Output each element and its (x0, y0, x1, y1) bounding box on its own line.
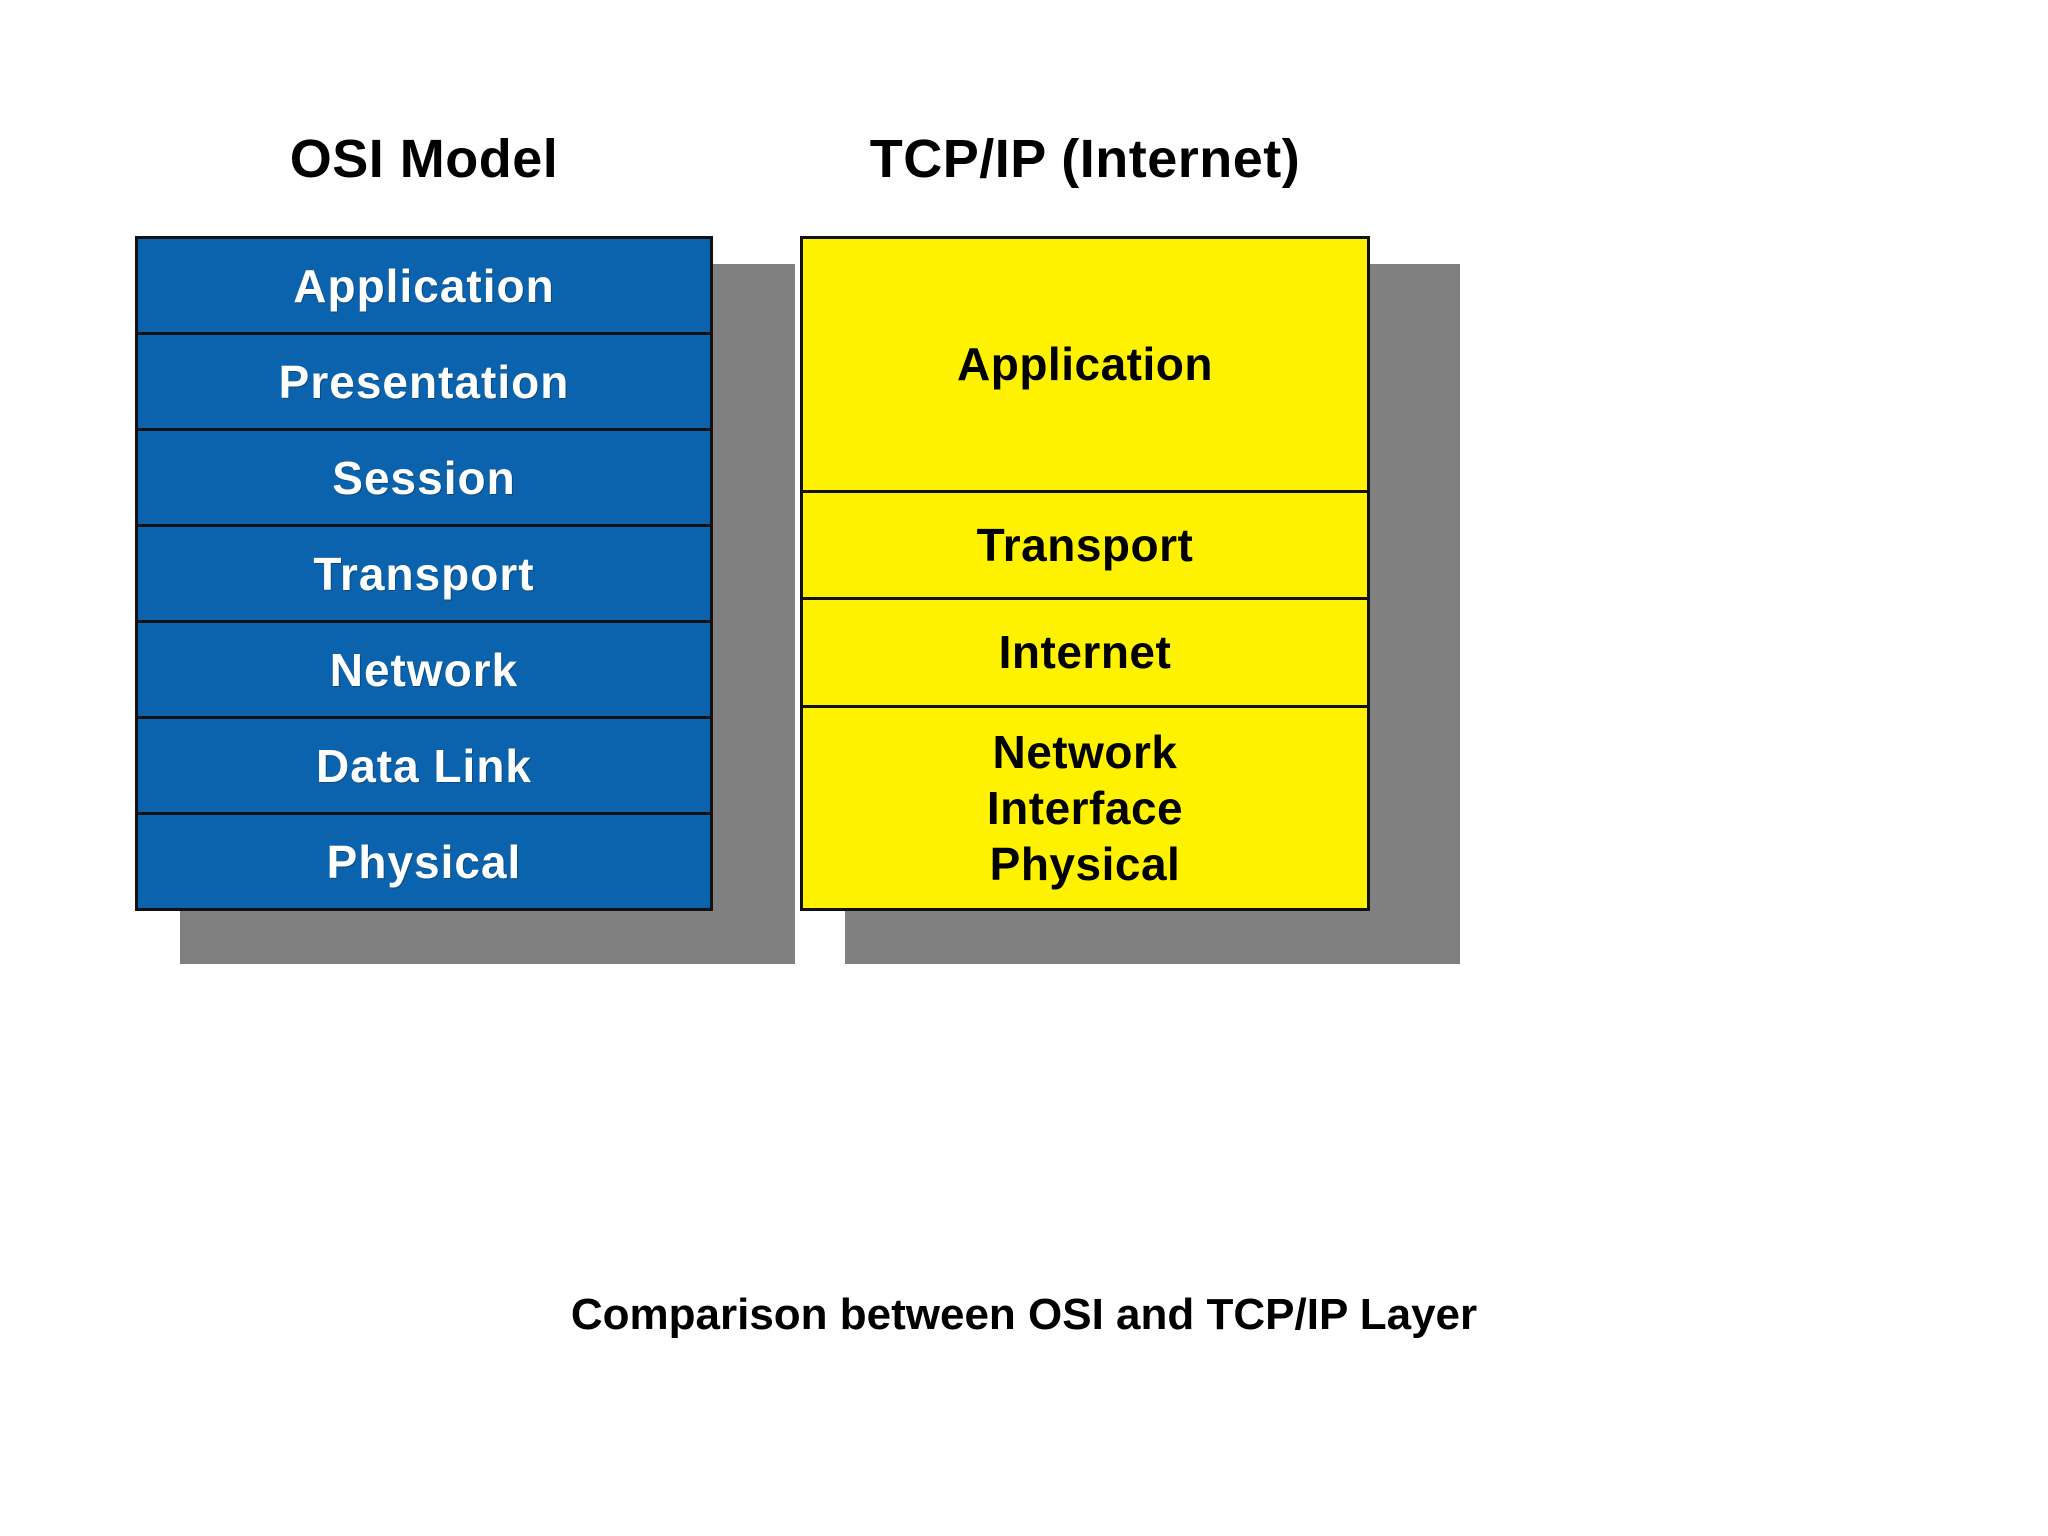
osi-layer-application[interactable]: Application (138, 239, 710, 332)
diagram-caption: Comparison between OSI and TCP/IP Layer (570, 1290, 1478, 1339)
osi-column-title: OSI Model (289, 129, 559, 189)
osi-layer-label: Physical (326, 835, 522, 888)
osi-layer-label: Session (332, 451, 516, 504)
osi-stack-group: Application Presentation Session Transpo… (135, 236, 795, 964)
osi-layer-transport[interactable]: Transport (138, 524, 710, 620)
tcpip-layer-label: Internet (998, 626, 1172, 679)
osi-layer-label: Application (293, 259, 555, 312)
tcpip-layer-label: Application (957, 338, 1213, 391)
osi-layer-label: Data Link (315, 739, 533, 792)
osi-layer-network[interactable]: Network (138, 620, 710, 716)
osi-layer-label: Network (329, 643, 519, 696)
osi-layer-label: Presentation (278, 355, 570, 408)
osi-layer-session[interactable]: Session (138, 428, 710, 524)
tcpip-stack-group: Application Transport Internet Network I… (800, 236, 1460, 964)
osi-layer-presentation[interactable]: Presentation (138, 332, 710, 428)
osi-layer-physical[interactable]: Physical (138, 812, 710, 908)
tcpip-layer-label: Network Interface Physical (986, 725, 1184, 890)
tcpip-layer-application[interactable]: Application (803, 239, 1367, 490)
tcpip-layer-stack: Application Transport Internet Network I… (800, 236, 1370, 911)
tcpip-layer-internet[interactable]: Internet (803, 597, 1367, 705)
osi-layer-data-link[interactable]: Data Link (138, 716, 710, 812)
osi-layer-label: Transport (313, 547, 535, 600)
osi-layer-stack: Application Presentation Session Transpo… (135, 236, 713, 911)
tcpip-layer-network-interface-physical[interactable]: Network Interface Physical (803, 704, 1367, 909)
tcpip-layer-label: Transport (976, 518, 1194, 571)
tcpip-layer-transport[interactable]: Transport (803, 489, 1367, 598)
tcpip-column-title: TCP/IP (Internet) (869, 129, 1301, 189)
